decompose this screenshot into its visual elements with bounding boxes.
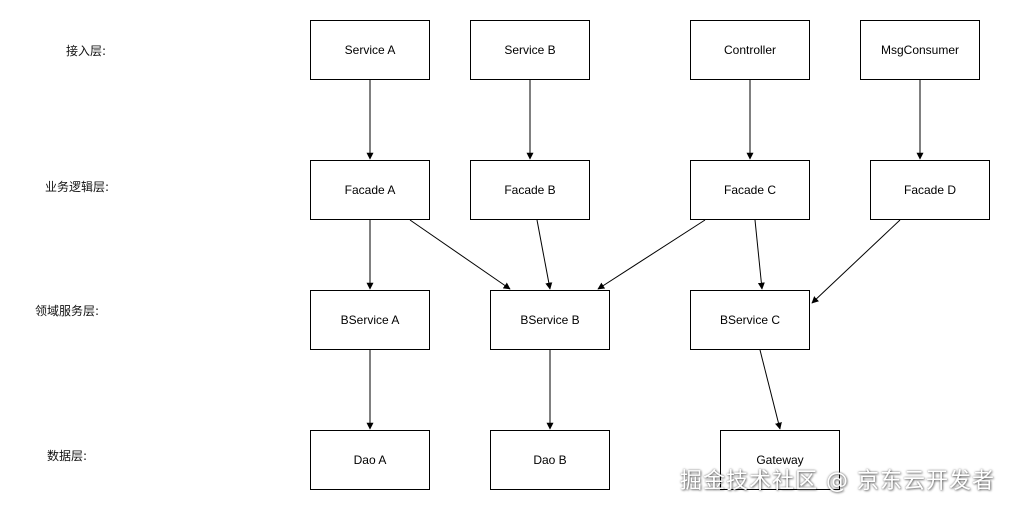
node-service-b[interactable]: Service B (470, 20, 590, 80)
node-msg-consumer[interactable]: MsgConsumer (860, 20, 980, 80)
layer-label-logic: 业务逻辑层: (45, 180, 110, 194)
node-bservice-a[interactable]: BService A (310, 290, 430, 350)
edge-facade-c-to-bservice-b (597, 219, 706, 290)
node-bservice-b[interactable]: BService B (490, 290, 610, 350)
layer-label-data: 数据层: (47, 449, 88, 463)
edge-facade-c-to-bservice-c (754, 219, 765, 290)
node-facade-b[interactable]: Facade B (470, 160, 590, 220)
node-facade-a[interactable]: Facade A (310, 160, 430, 220)
node-dao-a[interactable]: Dao A (310, 430, 430, 490)
node-bservice-c[interactable]: BService C (690, 290, 810, 350)
node-facade-c[interactable]: Facade C (690, 160, 810, 220)
layer-label-access: 接入层: (66, 44, 107, 58)
node-service-a[interactable]: Service A (310, 20, 430, 80)
edge-facade-d-to-bservice-c (811, 219, 901, 304)
layer-label-domain: 领域服务层: (35, 304, 100, 318)
edge-facade-b-to-bservice-b (536, 219, 553, 290)
node-dao-b[interactable]: Dao B (490, 430, 610, 490)
watermark: 掘金技术社区 @ 京东云开发者 (680, 469, 995, 494)
edge-bservice-c-to-gateway (759, 349, 782, 430)
node-controller[interactable]: Controller (690, 20, 810, 80)
edge-facade-a-to-bservice-b (409, 219, 511, 290)
node-gateway[interactable]: Gateway (720, 430, 840, 490)
node-facade-d[interactable]: Facade D (870, 160, 990, 220)
